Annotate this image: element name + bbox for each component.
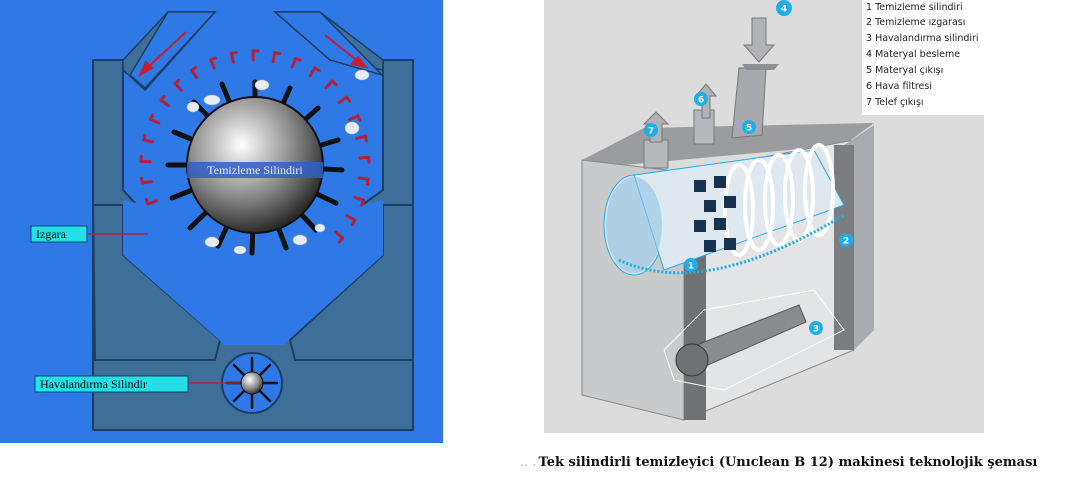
grate-tooth: [345, 214, 357, 222]
grate-tooth: [140, 180, 153, 185]
drum-label-box: [187, 162, 323, 178]
marker-7: 7: [644, 123, 658, 137]
grate-tooth: [142, 138, 155, 144]
grate-tooth: [149, 117, 161, 125]
grate-tooth-tip: [142, 133, 147, 142]
marker-1: 1: [684, 258, 698, 272]
fan-label: Havalandırma Silindir: [40, 377, 147, 391]
uniclean-b12-machine-diagram: 1 2 3 4 5 6 7 1 Temizleme silindiri 2 Te…: [544, 0, 1044, 433]
marker-5: 5: [742, 120, 756, 134]
svg-text:1: 1: [688, 262, 694, 272]
legend-item-1: 1 Temizleme silindiri: [866, 2, 963, 13]
grate-tooth: [334, 230, 345, 240]
svg-text:2: 2: [843, 237, 849, 247]
grate-tooth: [308, 66, 317, 78]
legend-item-7: 7 Telef çıkışı: [866, 97, 924, 108]
grate-tooth: [271, 51, 277, 64]
fan-rotor: [240, 371, 264, 395]
grate-tooth-tip: [159, 94, 166, 102]
legend: 1 Temizleme silindiri 2 Temizleme ızgara…: [866, 2, 979, 108]
caption-text: Tek silindirli temizleyici (Unıclean B 1…: [538, 455, 1038, 470]
cotton-tufts: [186, 69, 370, 255]
grate-tooth-tip: [366, 177, 370, 186]
grate-tooth-tip: [313, 66, 321, 73]
grate-tooth-tip: [144, 197, 150, 206]
legend-background: [862, 0, 1044, 115]
legend-item-2: 2 Temizleme ızgarası: [866, 17, 965, 28]
side-pillar: [834, 145, 854, 350]
grate-tooth-tip: [337, 236, 345, 244]
outlet-chimney-cap: [742, 64, 779, 70]
grate-tooth-tip: [209, 56, 217, 62]
grate-tooth: [209, 58, 216, 70]
fan-label-box: [34, 375, 189, 393]
cleaning-grate: [618, 213, 845, 275]
fan-outline: [663, 289, 845, 391]
grate-tooth-tip: [294, 56, 302, 62]
grate-tooth-tip: [149, 113, 154, 121]
drum-rings: [723, 143, 835, 257]
marker-6: 6: [694, 92, 708, 106]
grate-tooth-tip: [360, 198, 365, 207]
grate-tooth: [230, 51, 235, 64]
grate-tooth-tip: [230, 50, 238, 55]
grate-label: Izgara: [36, 227, 67, 241]
legend-item-4: 4 Materyal besleme: [866, 49, 960, 60]
svg-text:4: 4: [781, 5, 787, 15]
grate-tooth-tip: [345, 95, 352, 103]
grate-tooth-tip: [330, 79, 338, 86]
fan-hub: [675, 343, 709, 377]
figure-caption: .. .Tek silindirli temizleyici (Unıclean…: [520, 455, 1070, 470]
marker-2: 2: [839, 233, 853, 247]
marker-3: 3: [809, 321, 823, 335]
grate-tooth-tip: [190, 65, 198, 72]
caption-dots: .. .: [520, 455, 537, 470]
grate-tooth: [159, 98, 170, 107]
marker-4: 4: [776, 0, 792, 16]
svg-text:3: 3: [813, 325, 819, 335]
waste-pipe: [643, 139, 669, 169]
grate-tooth-tip: [363, 134, 368, 143]
feed-arrow: [742, 17, 776, 63]
drum-end-cap: [606, 177, 662, 273]
grate-tooth-tip: [350, 218, 357, 226]
grate-tooth-tip: [140, 176, 144, 185]
svg-text:5: 5: [746, 124, 752, 134]
flow-arrow-left: [137, 31, 187, 78]
grate-teeth: [139, 49, 371, 244]
svg-text:6: 6: [698, 96, 704, 106]
legend-item-5: 5 Materyal çıkışı: [866, 65, 943, 76]
inner-chamber: [123, 200, 383, 345]
drum-blades: [694, 176, 736, 252]
legend-item-6: 6 Hava filtresi: [866, 81, 932, 92]
grate-tooth-tip: [273, 51, 281, 56]
legend-item-3: 3 Havalandırma silindiri: [866, 33, 979, 44]
flow-arrow-right: [324, 34, 369, 69]
grate-tooth-tip: [173, 78, 180, 86]
cleaning-machine-cross-section: Temizleme Silindiri Izgara Havalandırma …: [0, 0, 443, 443]
svg-text:7: 7: [648, 127, 654, 137]
drum-label: Temizleme Silindiri: [207, 163, 303, 177]
grate-tooth-tip: [356, 114, 362, 122]
